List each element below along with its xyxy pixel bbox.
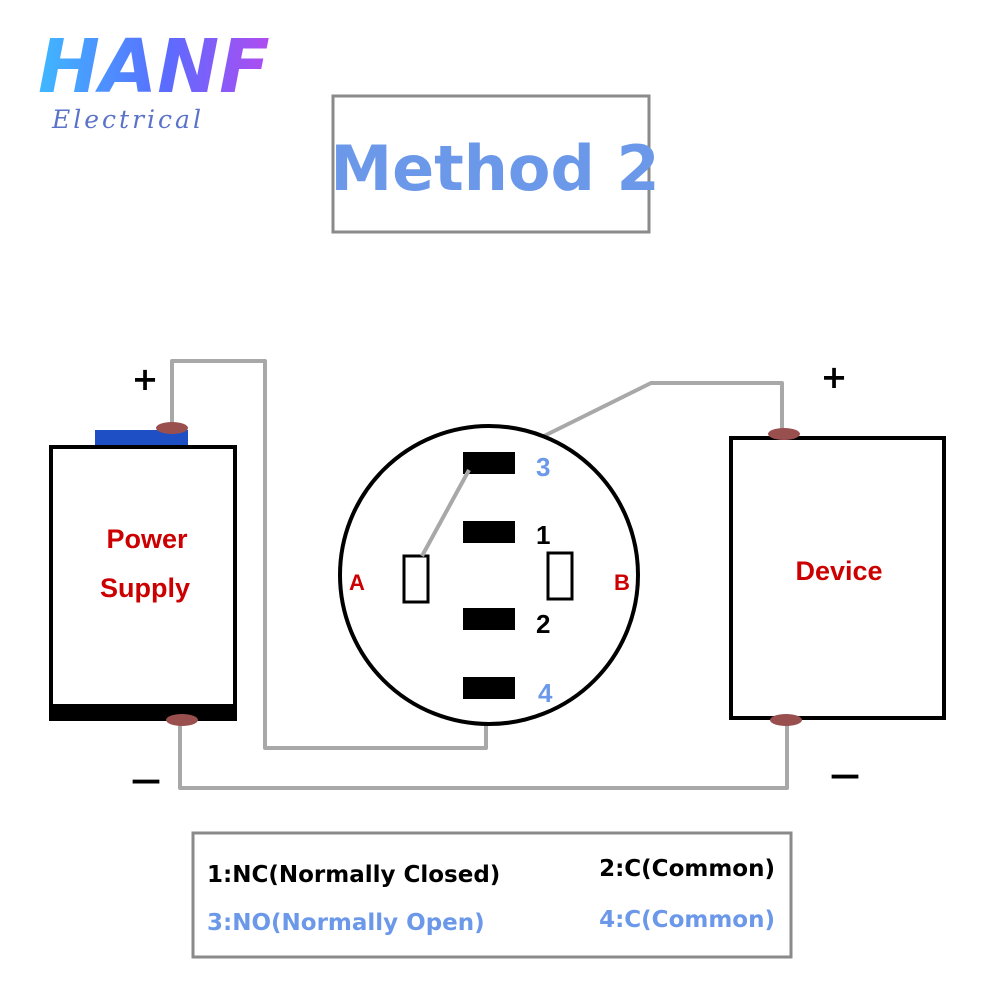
title-box <box>331 94 651 234</box>
brand-logo: HANF Electrical <box>38 24 270 134</box>
page-title: Method 2 <box>330 132 659 205</box>
supply-minus-sign: — <box>131 763 161 798</box>
power-supply: Power Supply + — <box>49 360 237 798</box>
pin-label-2: 2 <box>536 609 550 639</box>
wire-pin3-to-device-plus <box>539 381 784 440</box>
side-label-b: B <box>614 570 630 595</box>
pin-label-1: 1 <box>536 520 550 550</box>
led-terminal-b <box>546 551 574 601</box>
pin-3-terminal <box>463 452 515 474</box>
legend-nc: 1:NC(Normally Closed) <box>207 862 500 888</box>
power-supply-base <box>51 704 235 719</box>
legend-box <box>191 831 793 959</box>
device-minus-sign: — <box>830 758 860 793</box>
supply-minus-terminal <box>166 714 198 726</box>
device-box <box>729 436 946 720</box>
device-minus-terminal <box>770 714 802 726</box>
legend-c4: 4:C(Common) <box>599 907 775 933</box>
device-label: Device <box>795 556 882 586</box>
wire-supply-plus-to-pin4 <box>170 359 488 750</box>
battery-terminal-cap <box>95 430 188 448</box>
wires <box>170 359 789 790</box>
push-button-switch: 3 1 2 4 A B <box>338 424 640 726</box>
legend-no: 3:NO(Normally Open) <box>207 910 485 936</box>
switch-body <box>338 424 640 726</box>
pin-4-terminal <box>463 677 515 699</box>
supply-plus-terminal <box>156 422 188 434</box>
wire-pin3-to-led-a <box>420 469 471 557</box>
pin-label-3: 3 <box>536 452 550 482</box>
power-supply-label-line1: Power <box>106 524 188 554</box>
led-terminal-a <box>402 554 430 604</box>
supply-plus-sign: + <box>132 360 159 398</box>
pin-label-4: 4 <box>538 678 553 708</box>
logo-text: HANF <box>38 24 270 110</box>
side-label-a: A <box>349 570 365 595</box>
pin-2-terminal <box>463 608 515 630</box>
power-supply-label-line2: Supply <box>100 573 190 603</box>
wire-supply-minus-to-device-minus <box>178 720 789 790</box>
pin-1-terminal <box>463 521 515 543</box>
pin-legend: 1:NC(Normally Closed) 2:C(Common) 3:NO(N… <box>191 831 793 959</box>
device-plus-terminal <box>768 428 800 440</box>
device-plus-sign: + <box>821 358 848 396</box>
power-supply-box <box>49 445 237 721</box>
legend-c2: 2:C(Common) <box>599 856 775 882</box>
device: Device + — <box>729 358 946 793</box>
logo-subtext: Electrical <box>51 105 204 134</box>
